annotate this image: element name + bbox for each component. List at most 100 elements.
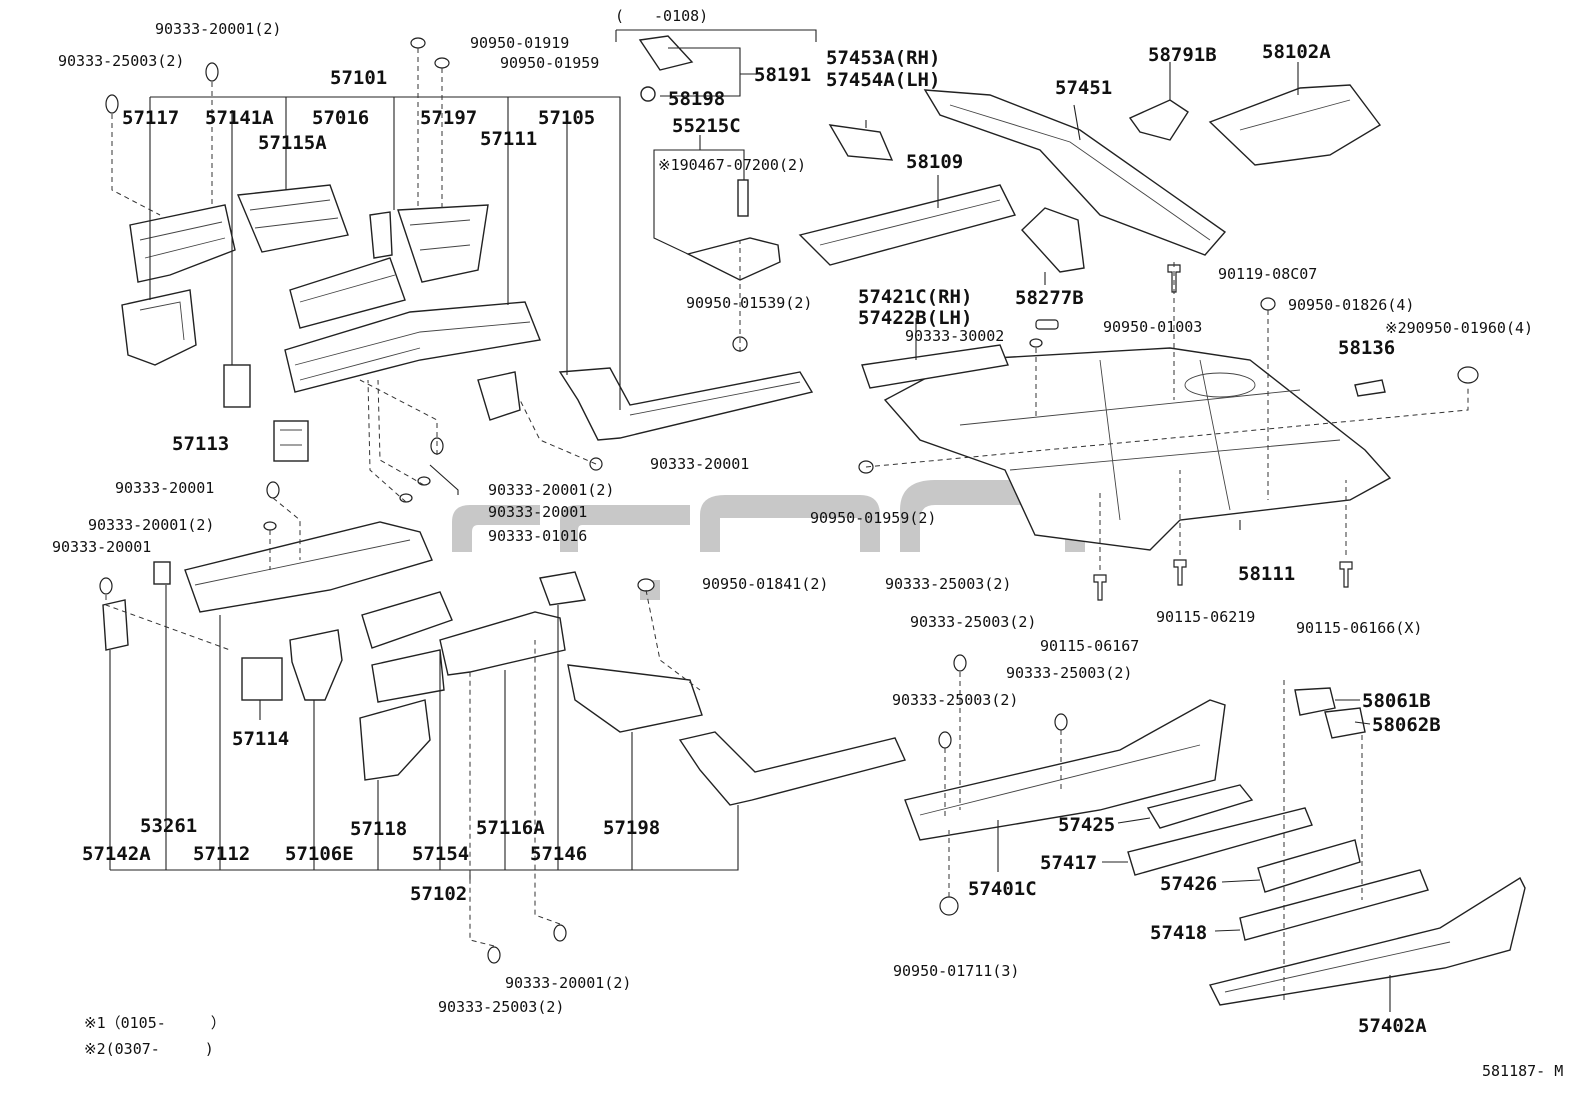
part-57421C-drawing [861, 344, 1009, 389]
note-1: ※1（0105- ） [84, 1014, 226, 1032]
label-58791B: 58791B [1148, 44, 1217, 66]
part-57112-drawing [184, 521, 433, 613]
label-57425: 57425 [1058, 814, 1115, 836]
part-57115A-drawing [236, 184, 349, 253]
label-57101: 57101 [330, 67, 387, 89]
part-58109-drawing [798, 184, 1017, 266]
part-57106E-drawing [289, 629, 343, 701]
label-57111: 57111 [480, 128, 537, 150]
fastener-label: 90333-20001 [650, 455, 749, 473]
label-57105: 57105 [538, 107, 595, 129]
part-57197-drawing [369, 204, 489, 283]
label-190467: ※190467-07200(2) [658, 156, 806, 174]
label-57146: 57146 [530, 843, 587, 865]
date-range-label: ( -0108) [615, 7, 708, 25]
label-58277B: 58277B [1015, 287, 1084, 309]
part-57425-drawing [1146, 784, 1254, 829]
label-57117: 57117 [122, 107, 179, 129]
part-58061B-drawing [1294, 687, 1336, 716]
part-57105-drawing [477, 371, 521, 421]
fastener-label: 90333-20001 [488, 503, 587, 521]
label-57154: 57154 [412, 843, 469, 865]
fastener-labels: 90333-20001(2) 90333-25003(2) 90950-0191… [52, 20, 1533, 1016]
fastener-label: 90333-25003(2) [58, 52, 184, 70]
part-57451-drawing [923, 89, 1227, 256]
label-57112: 57112 [193, 843, 250, 865]
label-57118: 57118 [350, 818, 407, 840]
part-58111-drawing [883, 347, 1392, 551]
part-57141A-drawing [223, 364, 251, 408]
part-58191-drawing [638, 35, 694, 71]
label-57426: 57426 [1160, 873, 1217, 895]
label-58111: 58111 [1238, 563, 1295, 585]
fastener-label: 90333-20001 [115, 479, 214, 497]
label-57402A: 57402A [1358, 1015, 1427, 1037]
fastener-label: 90333-25003(2) [1006, 664, 1132, 682]
fastener-label: 90115-06167 [1040, 637, 1139, 655]
fastener-label: 90950-01841(2) [702, 575, 828, 593]
reference-code: 581187- M [1482, 1062, 1563, 1080]
note-2: ※2(0307- ) [84, 1040, 214, 1058]
label-58062B: 58062B [1372, 714, 1441, 736]
label-58109: 58109 [906, 151, 963, 173]
fastener-label: 90950-01919 [470, 34, 569, 52]
label-58191: 58191 [754, 64, 811, 86]
part-57111-drawing [284, 301, 541, 393]
part-57117-drawing [129, 204, 236, 283]
label-58136: 58136 [1338, 337, 1395, 359]
part-55215C-drawing [686, 179, 781, 281]
label-58061B: 58061B [1362, 690, 1431, 712]
fastener-label: 90333-25003(2) [438, 998, 564, 1016]
part-57417-drawing [1127, 807, 1313, 876]
label-57453A: 57453A(RH) [826, 47, 940, 69]
fastener-label: 90115-06166(X) [1296, 619, 1422, 637]
fastener-label: 90950-01959(2) [810, 509, 936, 527]
label-57451: 57451 [1055, 77, 1112, 99]
label-57454A: 57454A(LH) [826, 69, 940, 91]
part-labels: 57101 57117 57141A 57016 57197 57105 571… [82, 41, 1441, 1037]
label-57016: 57016 [312, 107, 369, 129]
label-57422B: 57422B(LH) [858, 307, 972, 329]
part-57453A-drawing [828, 124, 894, 161]
label-57113: 57113 [172, 433, 229, 455]
fastener-label: 90333-20001(2) [488, 481, 614, 499]
fastener-label: 90333-25003(2) [885, 575, 1011, 593]
part-sill-rail-drawing [558, 367, 814, 441]
label-57198: 57198 [603, 817, 660, 839]
label-57114: 57114 [232, 728, 289, 750]
label-57116A: 57116A [476, 817, 545, 839]
label-57102: 57102 [410, 883, 467, 905]
label-57421C: 57421C(RH) [858, 286, 972, 308]
fastener-label: 90119-08C07 [1218, 265, 1317, 283]
part-57401C-drawing [904, 699, 1226, 841]
part-57114-drawing [241, 657, 283, 701]
label-57141A: 57141A [205, 107, 274, 129]
fastener-label: 90950-01959 [500, 54, 599, 72]
fastener-label: 90333-25003(2) [910, 613, 1036, 631]
part-57116A-drawing [439, 611, 566, 676]
fastener-label: 90333-25003(2) [892, 691, 1018, 709]
part-57142A-drawing [121, 289, 197, 366]
part-57198-drawing [567, 664, 703, 733]
label-57106E: 57106E [285, 843, 354, 865]
fastener-label: 90333-20001(2) [155, 20, 281, 38]
fastener-label: 90115-06219 [1156, 608, 1255, 626]
part-57418-drawing [1239, 869, 1429, 941]
dashed-lines [105, 48, 1469, 1000]
part-58102A-drawing [1208, 84, 1382, 166]
part-58277B-drawing [1021, 207, 1085, 273]
label-55215C: 55215C [672, 115, 741, 137]
label-57417: 57417 [1040, 852, 1097, 874]
label-58198: 58198 [668, 88, 725, 110]
label-57401C: 57401C [968, 878, 1037, 900]
label-57418: 57418 [1150, 922, 1207, 944]
part-57426-drawing [1257, 839, 1361, 893]
part-57154-drawing [361, 591, 453, 703]
part-57016-drawing [289, 257, 406, 329]
fastener-label: 90950-01711(3) [893, 962, 1019, 980]
fastener-label: 90950-01826(4) [1288, 296, 1414, 314]
part-58062B-drawing [1324, 707, 1366, 739]
part-57402A-drawing [1208, 876, 1526, 1006]
